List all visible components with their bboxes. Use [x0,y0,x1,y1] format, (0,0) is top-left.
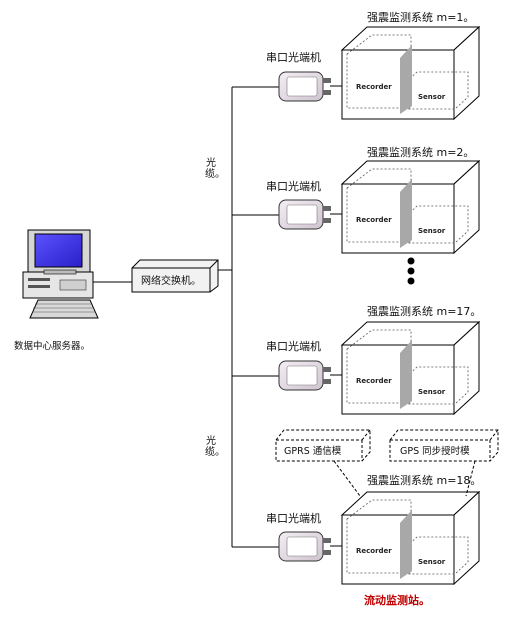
converter-label-2: 串口光端机 [266,180,321,193]
fiber-label-top: 光缆。 [205,158,225,180]
optical-converter-icon-2 [278,199,331,230]
converter-label-3: 串口光端机 [266,340,321,353]
network-switch-box [131,259,219,293]
system-title-3: 强震监测系统 m=17。 [367,305,482,318]
more-systems-dots [407,257,415,285]
connection-lines [88,85,342,548]
system-title-4: 强震监测系统 m=18。 [367,474,482,487]
recorder-label-3: Recorder [356,377,392,385]
sensor-label-2: Sensor [418,227,446,235]
sensor-label-1: Sensor [418,93,446,101]
system-box-2 [340,159,481,255]
system-box-1 [340,25,481,121]
server-computer-icon [22,229,99,319]
server-label: 数据中心服务器。 [14,341,91,352]
optical-converter-icon-4 [278,531,331,562]
gprs-module-label: GPRS 通信模 [284,446,342,457]
recorder-label-2: Recorder [356,216,392,224]
gps-module-box [389,429,499,497]
switch-label: 网络交换机。 [141,276,201,287]
optical-converter-icon-1 [278,71,331,102]
system-box-3 [340,320,481,416]
sensor-label-4: Sensor [418,558,446,566]
recorder-label-1: Recorder [356,83,392,91]
keyboard [29,299,99,319]
gps-module-label: GPS 同步授时模 [400,446,470,457]
fiber-label-bottom: 光缆。 [205,436,225,458]
system-title-1: 强震监测系统 m=1。 [367,11,475,24]
recorder-label-4: Recorder [356,547,392,555]
sensor-label-3: Sensor [418,388,446,396]
converter-label-4: 串口光端机 [266,512,321,525]
optical-converter-icon-3 [278,360,331,391]
monitor-screen [34,233,83,268]
mobile-station-label: 流动监测站。 [364,594,430,607]
system-title-2: 强震监测系统 m=2。 [367,146,475,159]
system-box-4 [340,490,481,586]
converter-label-1: 串口光端机 [266,51,321,64]
gprs-module-box [275,429,371,497]
